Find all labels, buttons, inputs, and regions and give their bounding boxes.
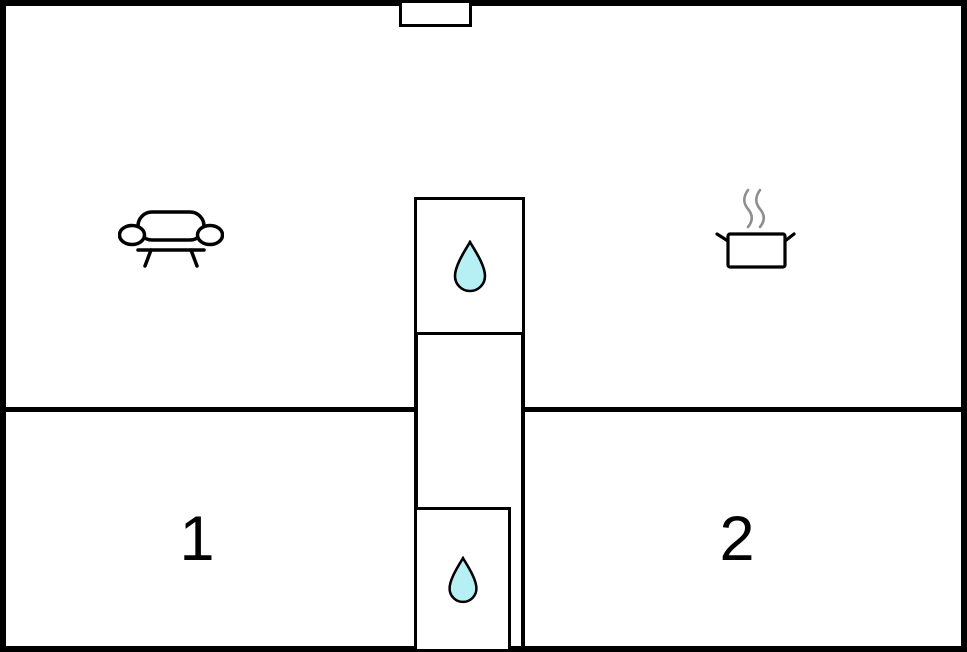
wall-room1-top — [0, 407, 418, 412]
sofa-icon — [118, 210, 224, 268]
water-drop-icon — [447, 555, 478, 603]
water-drop-icon — [453, 239, 486, 292]
room-2-label: 2 — [719, 504, 755, 574]
bathroom-lower — [414, 507, 511, 652]
wall-corridor-left — [414, 333, 418, 652]
room-1-label: 1 — [179, 504, 215, 574]
bathroom-upper — [414, 197, 525, 335]
wall-corridor-right — [521, 333, 525, 652]
entrance-marker — [399, 0, 472, 27]
wall-room2-top — [521, 407, 967, 412]
cooking-pot-icon — [715, 188, 796, 269]
